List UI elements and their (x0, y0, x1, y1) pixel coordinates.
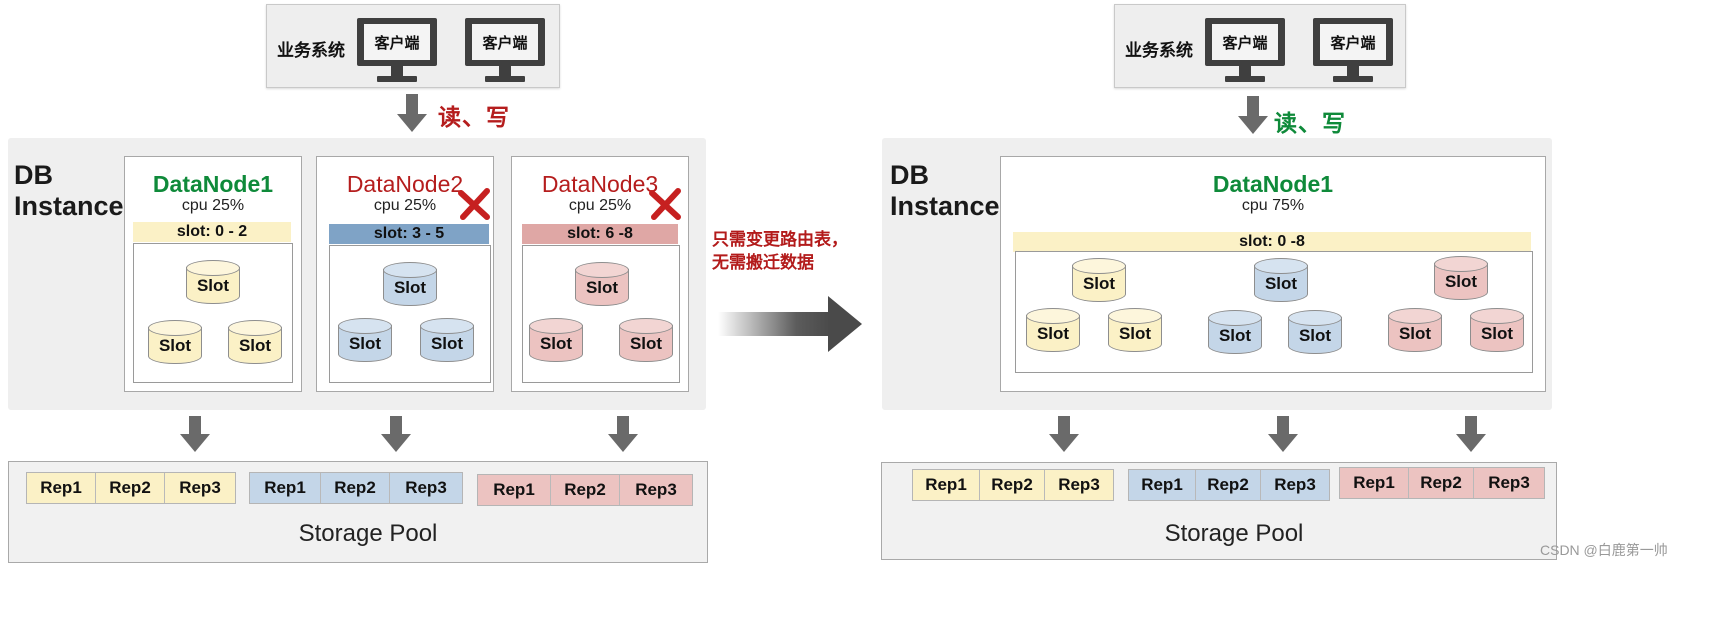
replica: Rep1 (250, 473, 321, 503)
replica: Rep2 (980, 470, 1045, 500)
client-label: 客户端 (364, 24, 430, 60)
slot-cylinder: Slot (228, 320, 282, 370)
slot-cylinder: Slot (575, 262, 629, 312)
datanode-cpu: cpu 75% (1241, 197, 1305, 214)
down-arrow-icon (1268, 416, 1298, 452)
slot-cylinder: Slot (186, 260, 240, 310)
read-write-label: 读、写 (1274, 110, 1346, 136)
watermark: CSDN @白鹿第一帅 (1540, 542, 1668, 558)
replica-group: Rep1 Rep2 Rep3 (912, 469, 1114, 501)
slot-cylinder: Slot (1288, 310, 1342, 360)
datanode-cpu: cpu 25% (181, 197, 245, 214)
replica: Rep2 (551, 475, 620, 505)
slot-cylinder: Slot (383, 262, 437, 312)
client-label: 客户端 (1320, 24, 1386, 60)
down-arrow-icon (1049, 416, 1079, 452)
replica: Rep1 (27, 473, 96, 503)
read-write-label: 读、写 (438, 104, 510, 130)
replica: Rep3 (405, 478, 447, 497)
datanode-title: DataNode1 (152, 171, 274, 197)
replica: Rep1 (913, 470, 980, 500)
replica: Rep2 (321, 473, 390, 503)
slot-cylinder: Slot (1254, 258, 1308, 308)
down-arrow-icon (1238, 96, 1268, 134)
datanode-title: DataNode3 (541, 171, 659, 197)
slot-cylinder: Slot (1470, 308, 1524, 358)
business-system-box-before: 业务系统 客户端 客户端 (266, 4, 560, 88)
slot-cylinder: Slot (529, 318, 583, 368)
client-label: 客户端 (1212, 24, 1278, 60)
storage-pool-label: Storage Pool (298, 520, 438, 547)
transition-note: 只需变更路由表， 无需搬迁数据 (712, 230, 848, 272)
slot-range-bar: slot: 0 -8 (1013, 232, 1531, 252)
datanode-title: DataNode1 (1212, 171, 1334, 197)
datanode-card: DataNode1 cpu 25% slot: 0 - 2 Slot Slot … (124, 156, 302, 392)
business-system-label: 业务系统 (1125, 41, 1193, 60)
business-system-label: 业务系统 (277, 41, 345, 60)
slot-area: Slot Slot Slot (133, 243, 293, 383)
client-monitor-icon: 客户端 (465, 18, 545, 84)
replica-group: Rep1 Rep2 Rep3 (249, 472, 463, 504)
client-monitor-icon: 客户端 (1313, 18, 1393, 84)
slot-area: Slot Slot Slot Slot Slot Slot Slot Slot … (1015, 251, 1533, 373)
client-monitor-icon: 客户端 (357, 18, 437, 84)
down-arrow-icon (381, 416, 411, 452)
slot-cylinder: Slot (1026, 308, 1080, 358)
replica: Rep3 (1058, 475, 1100, 494)
replica-group: Rep1 Rep2 Rep3 (477, 474, 693, 506)
slot-cylinder: Slot (619, 318, 673, 368)
slot-cylinder: Slot (420, 318, 474, 368)
replica: Rep2 (96, 473, 165, 503)
replica: Rep2 (1409, 468, 1474, 498)
slot-cylinder: Slot (1208, 310, 1262, 360)
replica-group: Rep1 Rep2 Rep3 (1128, 469, 1330, 501)
storage-pool-label: Storage Pool (1164, 520, 1304, 547)
db-instance-label: DB Instance (14, 160, 124, 221)
slot-cylinder: Slot (1388, 308, 1442, 358)
datanode-card: DataNode2 cpu 25% slot: 3 - 5 Slot Slot … (316, 156, 494, 392)
replica: Rep3 (1274, 475, 1316, 494)
datanode-cpu: cpu 25% (568, 197, 632, 214)
slot-range-bar: slot: 3 - 5 (329, 224, 489, 244)
down-arrow-icon (1456, 416, 1486, 452)
slot-area: Slot Slot Slot (522, 245, 680, 383)
slot-cylinder: Slot (338, 318, 392, 368)
storage-pool-after: Rep1 Rep2 Rep3 Rep1 Rep2 Rep3 Rep1 Rep2 … (881, 462, 1557, 560)
down-arrow-icon (180, 416, 210, 452)
failed-cross-icon (649, 188, 681, 220)
replica-group: Rep1 Rep2 Rep3 (26, 472, 236, 504)
replica: Rep3 (1488, 473, 1530, 492)
datanode-title: DataNode2 (346, 171, 464, 197)
slot-range-bar: slot: 0 - 2 (133, 222, 291, 242)
slot-cylinder: Slot (148, 320, 202, 370)
db-instance-label: DB Instance (890, 160, 1000, 221)
down-arrow-icon (397, 94, 427, 132)
right-arrow-icon (718, 296, 862, 352)
replica: Rep2 (1196, 470, 1261, 500)
datanode-cpu: cpu 25% (373, 197, 437, 214)
client-label: 客户端 (472, 24, 538, 60)
replica: Rep1 (1340, 468, 1409, 498)
slot-area: Slot Slot Slot (329, 245, 491, 383)
business-system-box-after: 业务系统 客户端 客户端 (1114, 4, 1406, 88)
client-monitor-icon: 客户端 (1205, 18, 1285, 84)
replica: Rep3 (635, 480, 677, 499)
replica: Rep1 (1129, 470, 1196, 500)
replica: Rep1 (478, 475, 551, 505)
failed-cross-icon (458, 188, 490, 220)
slot-cylinder: Slot (1072, 258, 1126, 308)
datanode-card: DataNode1 cpu 75% slot: 0 -8 Slot Slot S… (1000, 156, 1546, 392)
slot-range-bar: slot: 6 -8 (522, 224, 678, 244)
slot-cylinder: Slot (1434, 256, 1488, 306)
storage-pool-before: Rep1 Rep2 Rep3 Rep1 Rep2 Rep3 Rep1 Rep2 … (8, 461, 708, 563)
down-arrow-icon (608, 416, 638, 452)
slot-cylinder: Slot (1108, 308, 1162, 358)
datanode-card: DataNode3 cpu 25% slot: 6 -8 Slot Slot S… (511, 156, 689, 392)
replica: Rep3 (179, 478, 221, 497)
replica-group: Rep1 Rep2 Rep3 (1339, 467, 1545, 499)
